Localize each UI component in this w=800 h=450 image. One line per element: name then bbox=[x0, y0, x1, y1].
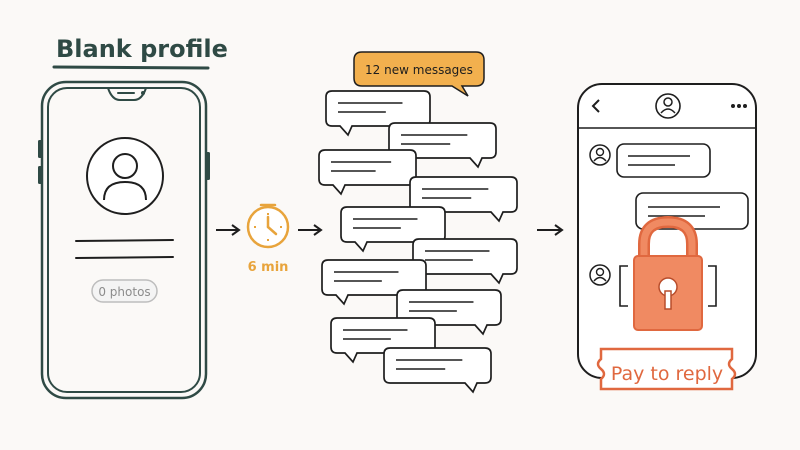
message-bubble bbox=[318, 149, 417, 196]
side-button bbox=[206, 152, 210, 180]
chat-phone bbox=[577, 83, 757, 379]
side-button bbox=[38, 140, 42, 158]
panel-title: Blank profile bbox=[56, 35, 228, 63]
blank-profile-panel: Blank profile 0 photos bbox=[38, 35, 228, 400]
message-bubble bbox=[412, 238, 518, 285]
pay-to-reply-button[interactable]: Pay to reply bbox=[596, 347, 737, 391]
avatar-icon bbox=[86, 137, 164, 215]
back-chevron-icon[interactable] bbox=[591, 99, 600, 113]
avatar-icon bbox=[589, 144, 611, 166]
avatar-icon bbox=[655, 93, 681, 119]
new-messages-label: 12 new messages bbox=[365, 63, 473, 77]
avatar-icon bbox=[589, 264, 611, 286]
message-bubble bbox=[383, 347, 492, 394]
profile-phone bbox=[38, 80, 210, 400]
clock-icon bbox=[246, 203, 290, 249]
locked-message bbox=[619, 265, 717, 307]
side-button bbox=[38, 166, 42, 184]
pay-to-reply-label: Pay to reply bbox=[611, 363, 723, 385]
title-underline bbox=[52, 65, 210, 70]
new-messages-badge: 12 new messages bbox=[353, 51, 485, 97]
profile-text-line bbox=[75, 256, 174, 259]
padlock-icon bbox=[633, 215, 703, 331]
photos-badge bbox=[91, 279, 158, 303]
arrow-right-icon bbox=[216, 224, 241, 236]
incoming-message bbox=[616, 143, 711, 178]
arrow-right-icon bbox=[298, 224, 323, 236]
profile-text-line bbox=[75, 239, 174, 242]
timer-label: 6 min bbox=[248, 260, 289, 275]
more-dots-icon[interactable] bbox=[731, 104, 747, 108]
arrow-right-icon bbox=[537, 224, 564, 236]
photos-label: 0 photos bbox=[98, 285, 150, 299]
message-stack bbox=[318, 90, 518, 394]
